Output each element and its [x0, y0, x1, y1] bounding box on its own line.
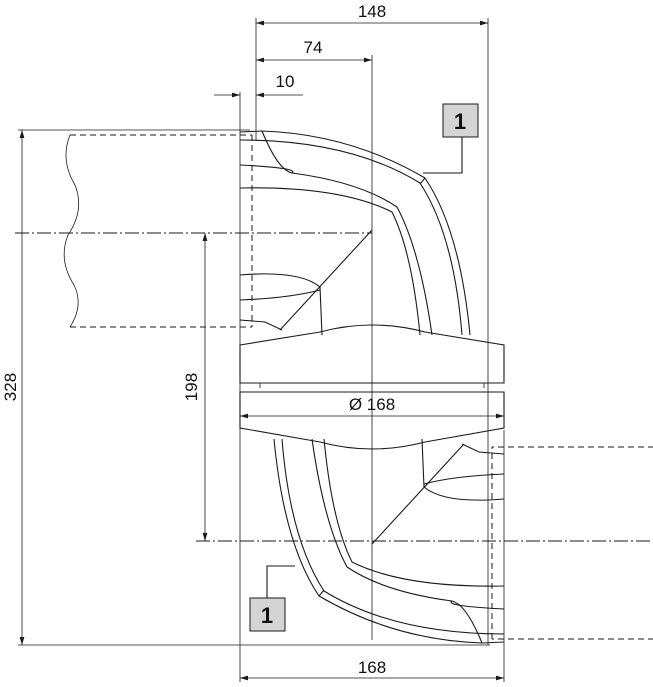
mounting-plate [239, 324, 505, 450]
dim-198: 198 [182, 373, 201, 401]
svg-text:1: 1 [454, 109, 466, 134]
callout-top: 1 [423, 103, 479, 174]
callout-bottom: 1 [249, 565, 295, 632]
dim-328: 328 [1, 373, 20, 401]
dim-74: 74 [304, 38, 323, 57]
dim-diameter-168: Ø 168 [349, 395, 395, 414]
dim-148: 148 [358, 2, 386, 21]
svg-text:1: 1 [261, 603, 273, 628]
dim-10: 10 [276, 72, 295, 91]
dim-168: 168 [358, 658, 386, 677]
